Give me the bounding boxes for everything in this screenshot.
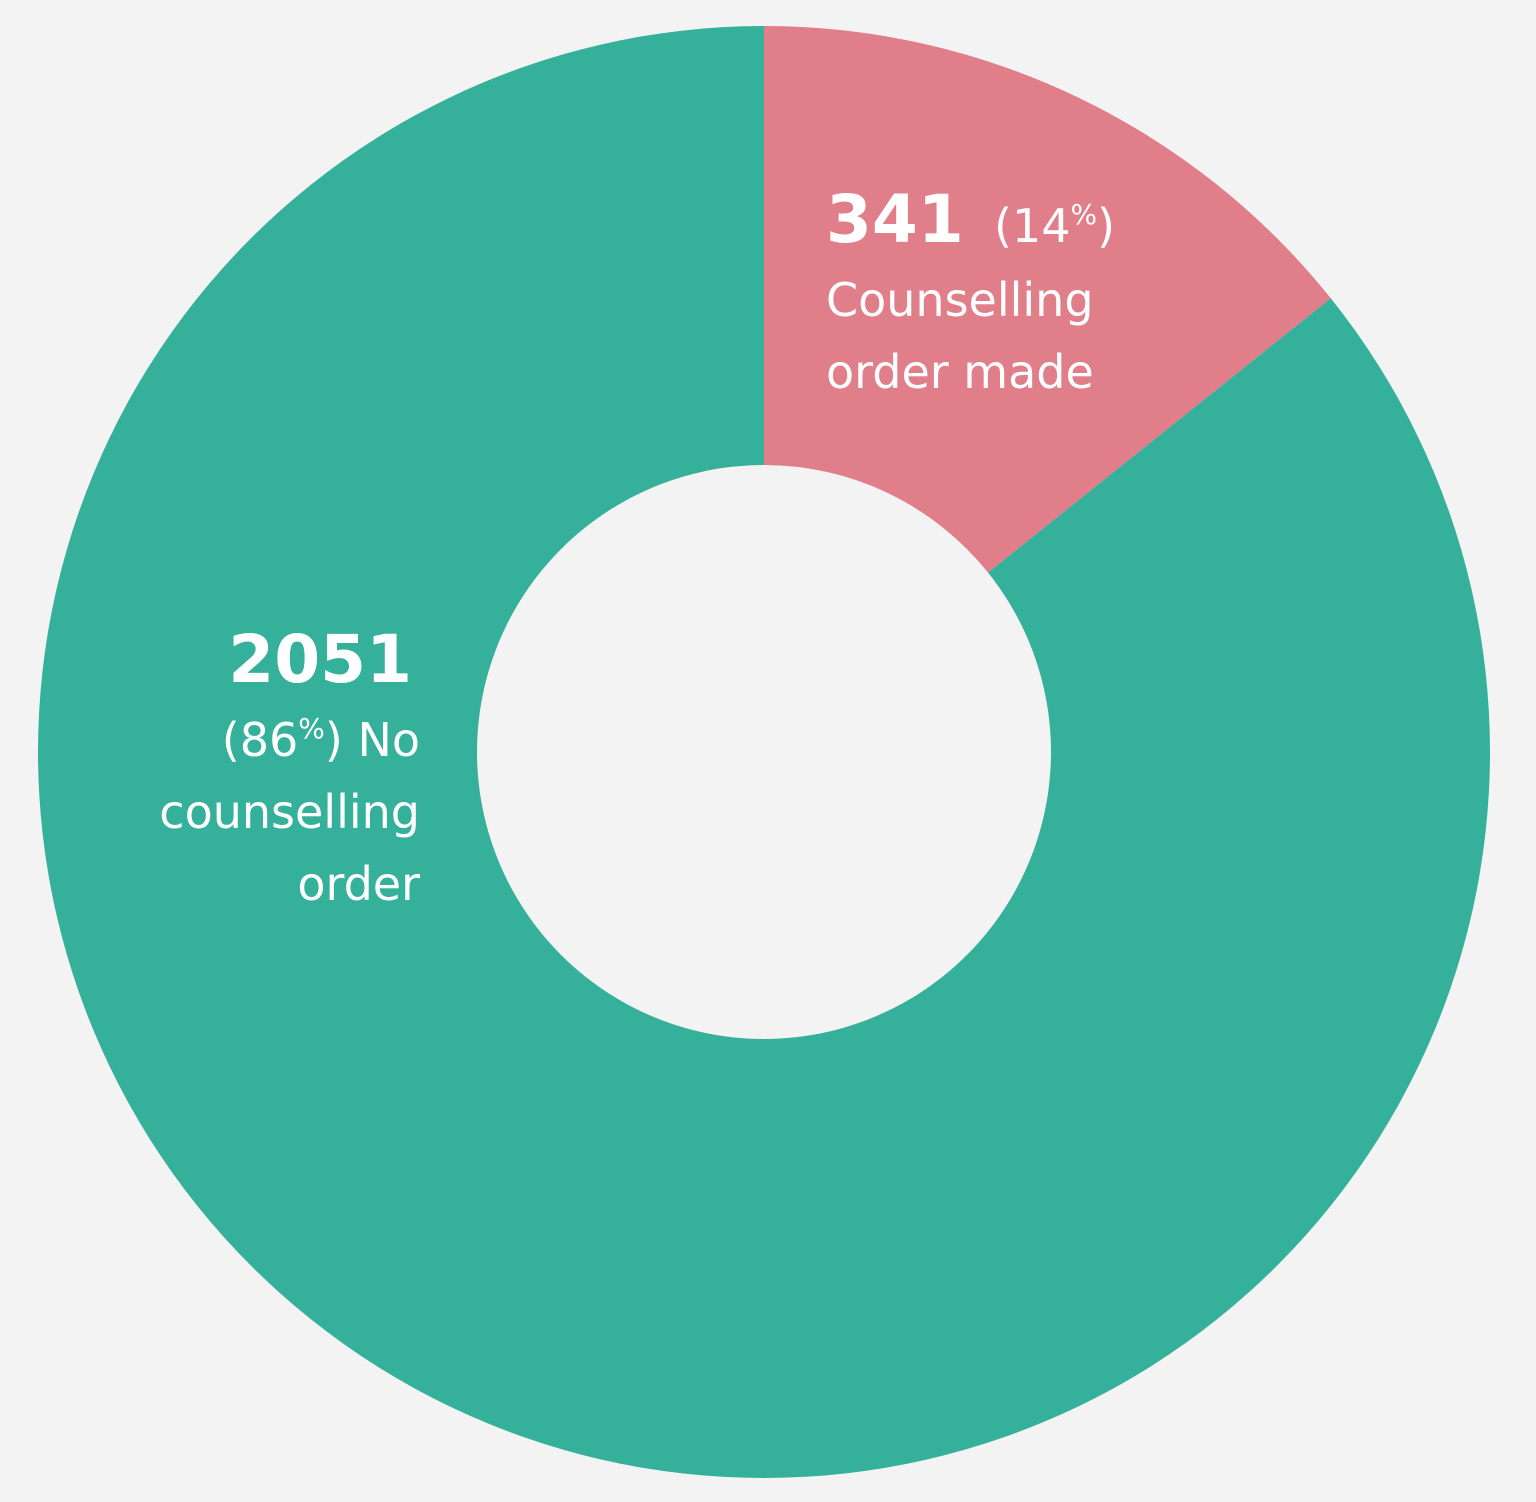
category-label-line: counselling	[159, 785, 420, 839]
slice-no-counselling-order	[38, 26, 1491, 1479]
slice-counselling-order-made	[764, 26, 1331, 573]
category-label-line: Counselling	[826, 273, 1094, 327]
percent-label: (86%) No	[222, 712, 420, 767]
slices	[38, 26, 1491, 1479]
value-label: 341	[826, 181, 964, 258]
value-label: 2051	[228, 621, 412, 698]
category-label-line: order made	[826, 345, 1094, 399]
label-counselling-order-made: 341 (14%) Counselling order made	[826, 181, 1115, 399]
label-no-counselling-order: 2051 (86%) No counselling order	[159, 621, 420, 911]
category-label-line: order	[297, 857, 420, 911]
percent-label: (14%)	[994, 198, 1115, 253]
